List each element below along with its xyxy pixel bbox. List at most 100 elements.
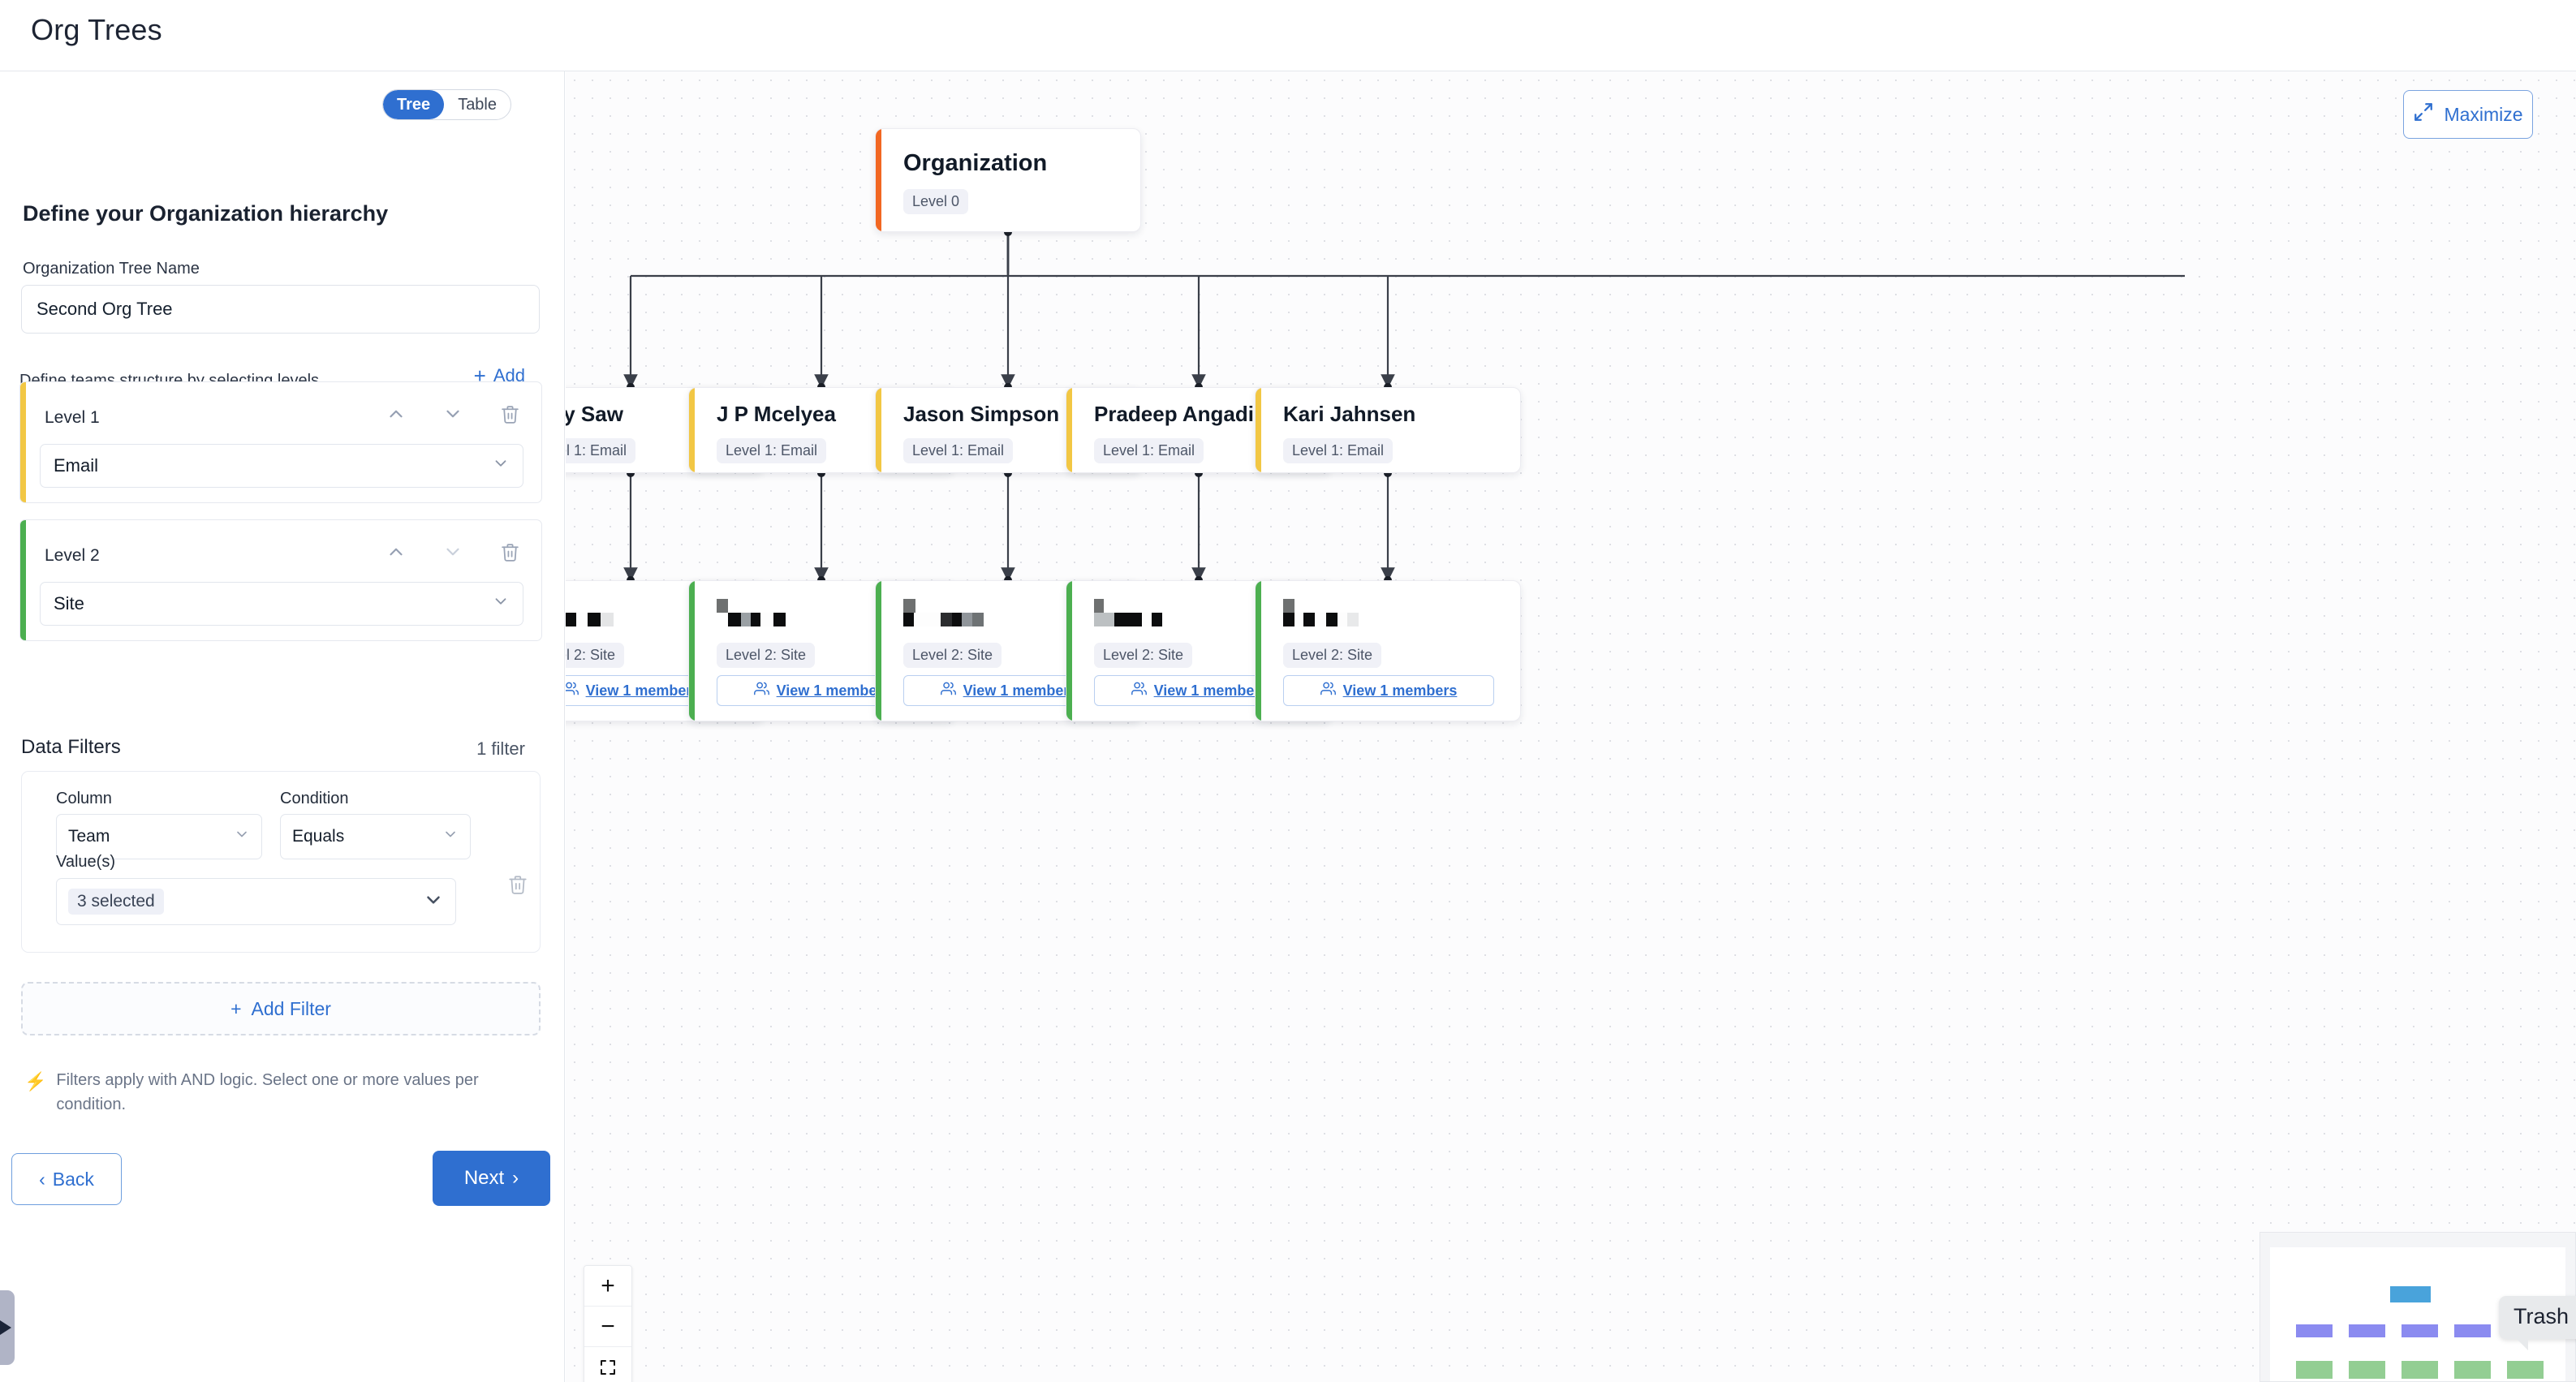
chevron-left-icon: ‹	[39, 1168, 45, 1190]
node-accent-bar	[1066, 388, 1072, 472]
page-title: Org Trees	[31, 13, 162, 46]
level-1-value: Email	[54, 455, 99, 476]
view-members-button[interactable]: View 1 members	[1283, 675, 1494, 706]
node-accent-bar	[1066, 581, 1072, 721]
members-icon	[940, 681, 956, 700]
level-card-2: Level 2 Site	[19, 519, 542, 641]
node-badge: Level 1: Email	[1283, 438, 1394, 463]
minimap-node-level1	[2454, 1324, 2491, 1337]
view-members-label: View 1 members	[585, 682, 700, 699]
redacted-node-title	[903, 599, 984, 626]
column-select[interactable]: Team	[56, 814, 262, 859]
redacted-node-title	[1283, 599, 1359, 626]
node-badge: Level 2: Site	[566, 643, 625, 668]
org-node-level2[interactable]: Level 2: Site View 1 members	[1255, 580, 1521, 721]
panel-collapse-handle[interactable]	[0, 1290, 15, 1365]
node-badge: Level 2: Site	[1283, 643, 1382, 668]
org-node-root[interactable]: Organization Level 0	[875, 128, 1141, 232]
node-title: Organization	[903, 150, 1048, 176]
condition-select[interactable]: Equals	[280, 814, 471, 859]
back-label: Back	[52, 1168, 94, 1190]
node-badge: Level 2: Site	[717, 643, 816, 668]
maximize-label: Maximize	[2444, 103, 2523, 125]
delete-level-icon[interactable]	[498, 402, 522, 426]
chevron-right-icon: ›	[512, 1167, 519, 1189]
minimap-node-level2	[2349, 1361, 2385, 1379]
redacted-node-title	[717, 599, 786, 626]
top-bar: Org Trees	[0, 0, 2576, 71]
org-node-level1[interactable]: Kari Jahnsen Level 1: Email	[1255, 387, 1521, 473]
level-2-select[interactable]: Site	[40, 582, 523, 626]
next-label: Next	[463, 1167, 505, 1189]
delete-level-icon[interactable]	[498, 540, 522, 564]
node-badge: Level 0	[903, 189, 969, 214]
level-2-label: Level 2	[45, 546, 100, 565]
move-up-icon[interactable]	[384, 402, 408, 426]
node-accent-bar	[876, 581, 881, 721]
maximize-button[interactable]: Maximize	[2403, 90, 2533, 139]
plus-icon: +	[473, 364, 486, 388]
members-icon	[1131, 681, 1147, 700]
trash-tooltip: Trash	[2498, 1296, 2576, 1350]
condition-label: Condition	[280, 790, 349, 807]
back-button[interactable]: ‹ Back	[11, 1153, 122, 1205]
node-badge: Level 1: Email	[1094, 438, 1204, 463]
level-accent-bar	[20, 520, 26, 640]
add-filter-button[interactable]: + Add Filter	[21, 982, 541, 1035]
delete-filter-icon[interactable]	[507, 874, 528, 898]
node-title: Kari Jahnsen	[1283, 402, 1416, 426]
level-2-value: Site	[54, 593, 84, 614]
condition-value: Equals	[292, 827, 345, 846]
column-value: Team	[68, 827, 110, 846]
level-accent-bar	[20, 382, 26, 502]
node-badge: Level 2: Site	[903, 643, 1002, 668]
view-members-button[interactable]: View 1 members	[1094, 675, 1305, 706]
view-toggle[interactable]: Tree Table	[382, 89, 511, 120]
filters-hint: ⚡ Filters apply with AND logic. Select o…	[24, 1068, 528, 1117]
members-icon	[1320, 681, 1336, 700]
members-icon	[753, 681, 769, 700]
node-accent-bar	[689, 388, 695, 472]
move-down-icon[interactable]	[441, 402, 465, 426]
filter-count: 1 filter	[476, 738, 525, 759]
add-filter-label: Add Filter	[251, 997, 331, 1019]
column-label: Column	[56, 790, 112, 807]
values-label: Value(s)	[56, 853, 115, 871]
tree-connectors	[623, 228, 2185, 721]
move-up-icon[interactable]	[384, 540, 408, 564]
level-card-1: Level 1 Email	[19, 381, 542, 503]
zoom-in-button[interactable]: +	[584, 1266, 631, 1307]
zoom-out-button[interactable]: −	[584, 1307, 631, 1347]
values-select[interactable]: 3 selected	[56, 878, 456, 925]
tree-name-input[interactable]	[21, 285, 540, 334]
org-chart-canvas[interactable]: Maximize	[566, 71, 2576, 1382]
filter-row: Column Team Condition Equals Value(s) 3 …	[21, 771, 541, 953]
triangle-right-icon	[0, 1320, 11, 1335]
zoom-controls[interactable]: + −	[584, 1265, 632, 1382]
tab-table[interactable]: Table	[444, 90, 510, 119]
node-badge: Level 1: Email	[566, 438, 636, 463]
lightning-icon: ⚡	[24, 1071, 47, 1091]
chevron-down-icon	[492, 454, 510, 477]
trash-tooltip-label: Trash	[2513, 1304, 2569, 1328]
values-chip: 3 selected	[68, 889, 164, 915]
node-title: Pradeep Angadi	[1094, 402, 1254, 426]
view-members-label: View 1 members	[1153, 682, 1269, 699]
fit-view-button[interactable]	[584, 1347, 631, 1382]
move-down-icon[interactable]	[441, 540, 465, 564]
next-button[interactable]: Next ›	[433, 1151, 550, 1206]
minimap[interactable]: Trash	[2259, 1232, 2576, 1382]
minimap-node-level1	[2349, 1324, 2385, 1337]
minimap-node-level2	[2454, 1361, 2491, 1379]
node-accent-bar	[876, 388, 881, 472]
redacted-node-title	[1094, 599, 1162, 626]
view-members-label: View 1 members	[1342, 682, 1458, 699]
tree-name-label: Organization Tree Name	[23, 260, 200, 278]
node-badge: Level 1: Email	[903, 438, 1014, 463]
node-accent-bar	[1256, 388, 1261, 472]
node-badge: Level 2: Site	[1094, 643, 1193, 668]
node-title: Jason Simpson	[903, 402, 1060, 426]
tab-tree[interactable]: Tree	[383, 90, 445, 119]
level-1-select[interactable]: Email	[40, 444, 523, 488]
members-icon	[566, 681, 579, 700]
